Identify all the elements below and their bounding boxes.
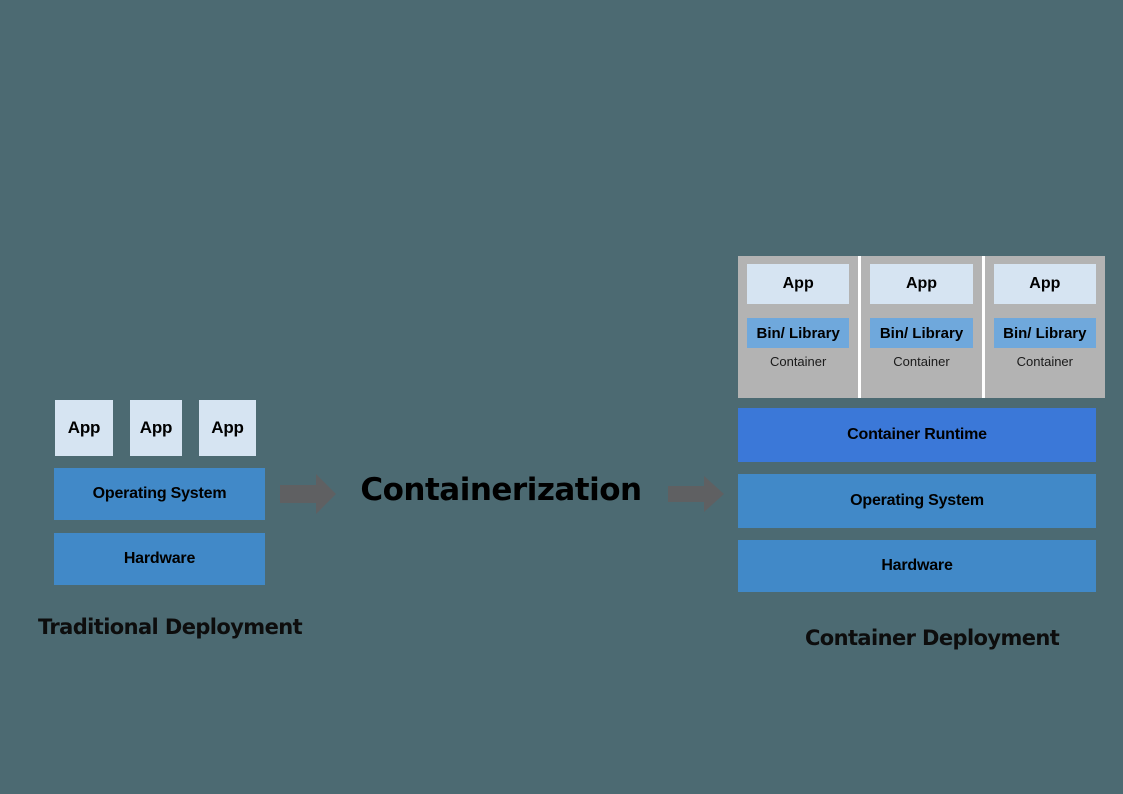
traditional-operating-system-layer: Operating System [54,468,265,520]
container-app-box-2: App [870,264,973,304]
traditional-app-box-3: App [199,400,256,456]
container-cell-3: App Bin/ Library Container [984,256,1105,398]
container-deployment-caption: Container Deployment [805,626,1060,650]
traditional-deployment-caption: Traditional Deployment [38,615,303,639]
traditional-app-box-1: App [55,400,113,456]
container-cell-label-3: Container [1016,354,1073,369]
container-cell-1: App Bin/ Library Container [738,256,859,398]
container-panel: App Bin/ Library Container App Bin/ Libr… [738,256,1105,398]
container-operating-system-layer: Operating System [738,474,1096,528]
container-runtime-layer: Container Runtime [738,408,1096,462]
container-app-box-3: App [993,264,1096,304]
right-arrow-icon [668,474,724,514]
container-bin-library-box-3: Bin/ Library [993,318,1096,348]
container-app-box-1: App [747,264,850,304]
traditional-hardware-layer: Hardware [54,533,265,585]
container-bin-library-box-2: Bin/ Library [870,318,973,348]
container-cell-label-2: Container [893,354,950,369]
container-bin-library-box-1: Bin/ Library [747,318,850,348]
right-arrow-icon [280,472,336,516]
page-title: Containerization [360,472,642,508]
container-cell-label-1: Container [769,354,827,369]
container-hardware-layer: Hardware [738,540,1096,592]
traditional-app-box-2: App [130,400,182,456]
container-cell-2: App Bin/ Library Container [861,256,982,398]
